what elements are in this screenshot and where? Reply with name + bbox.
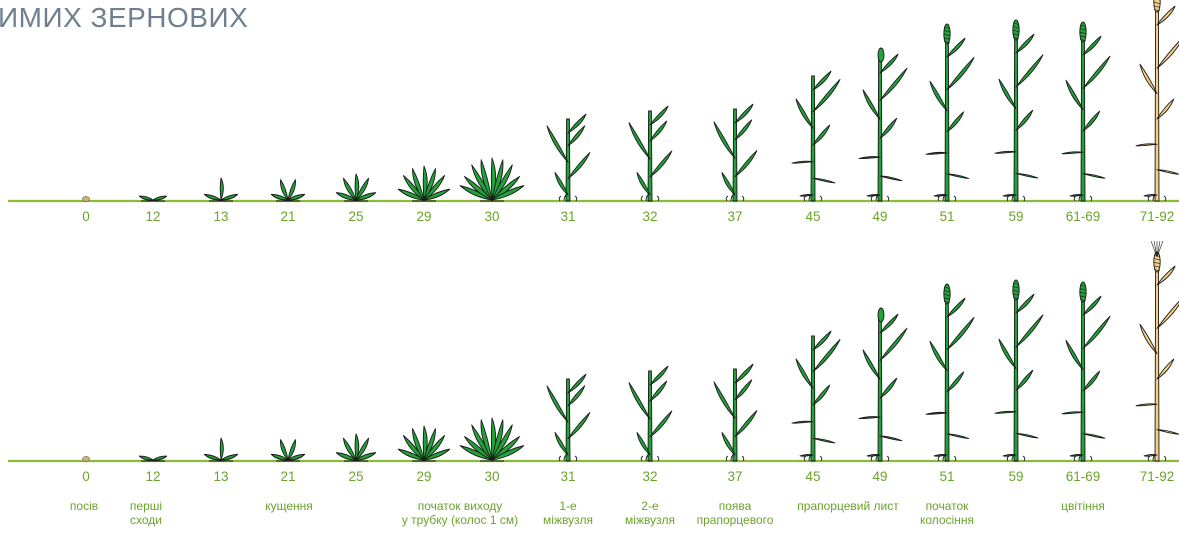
stage-caption: прапорцевого <box>697 513 774 527</box>
plant-stage-61-69-row-2 <box>1061 281 1111 462</box>
stage-code-label: 51 <box>939 209 954 224</box>
stage-caption: сходи <box>130 513 162 527</box>
plant-stage-45-row-1 <box>791 70 841 202</box>
stage-code-label: 21 <box>280 469 295 484</box>
stage-code-label: 0 <box>82 209 90 224</box>
stage-caption: цвітіння <box>1061 499 1105 513</box>
stage-caption: 2-е <box>641 499 659 513</box>
stage-caption: у трубку (колос 1 см) <box>402 513 518 527</box>
stage-code-label: 32 <box>642 469 657 484</box>
stage-code-label: 31 <box>560 469 575 484</box>
stage-code-label: 29 <box>416 209 431 224</box>
plant-stage-71-92-row-2 <box>1135 240 1179 462</box>
plant-stage-49-row-2 <box>858 307 908 462</box>
plant-stage-51-row-1 <box>925 23 975 202</box>
plant-stage-0-row-2 <box>82 456 90 462</box>
plant-stage-61-69-row-1 <box>1061 21 1111 202</box>
plant-stage-71-92-row-1 <box>1135 0 1179 202</box>
stage-code-label: 49 <box>872 209 887 224</box>
stage-caption: перші <box>130 499 162 513</box>
plant-stage-21-row-1 <box>270 179 306 202</box>
plant-stage-25-row-1 <box>335 173 377 202</box>
seed <box>82 196 90 202</box>
plant-stage-13-row-2 <box>203 437 239 462</box>
stage-code-label: 12 <box>145 209 160 224</box>
plant-stage-12-row-1 <box>138 195 168 202</box>
stage-caption: посів <box>70 499 98 513</box>
stage-code-label: 30 <box>484 469 499 484</box>
stage-code-label: 0 <box>82 469 90 484</box>
stage-code-label: 21 <box>280 209 295 224</box>
stage-code-label: 13 <box>213 209 228 224</box>
stage-code-label: 30 <box>484 209 499 224</box>
stage-caption: міжвузля <box>625 513 675 527</box>
stage-code-label: 29 <box>416 469 431 484</box>
stage-caption: колосіння <box>920 513 974 527</box>
stage-code-label: 25 <box>348 469 363 484</box>
stage-code-label: 59 <box>1008 469 1023 484</box>
stage-code-label: 59 <box>1008 209 1023 224</box>
stage-code-label: 71-92 <box>1140 469 1175 484</box>
seed <box>82 456 90 462</box>
plant-stage-13-row-1 <box>203 177 239 202</box>
plant-stage-51-row-2 <box>925 283 975 462</box>
stage-code-label: 71-92 <box>1140 209 1175 224</box>
stage-code-label: 12 <box>145 469 160 484</box>
stage-caption: поява <box>719 499 752 513</box>
plant-stage-30-row-1 <box>459 157 525 202</box>
stage-code-label: 61-69 <box>1066 469 1101 484</box>
plant-stage-31-row-1 <box>546 113 591 202</box>
plant-stage-29-row-1 <box>397 165 451 202</box>
plant-stage-31-row-2 <box>546 373 591 462</box>
plant-stage-29-row-2 <box>397 425 451 462</box>
plant-stage-45-row-2 <box>791 330 841 462</box>
diagram-title: ИМИХ ЗЕРНОВИХ <box>0 2 249 33</box>
stage-code-label: 37 <box>727 469 742 484</box>
plant-stage-59-row-1 <box>994 19 1044 202</box>
stage-code-label: 13 <box>213 469 228 484</box>
plant-stage-25-row-2 <box>335 433 377 462</box>
stage-caption: 1-е <box>559 499 577 513</box>
stage-code-label: 61-69 <box>1066 209 1101 224</box>
plant-stage-21-row-2 <box>270 439 306 462</box>
plant-stage-30-row-2 <box>459 417 525 462</box>
stage-code-label: 37 <box>727 209 742 224</box>
stage-caption: кущення <box>265 499 313 513</box>
stage-code-label: 45 <box>805 209 820 224</box>
stage-caption: початок <box>926 499 970 513</box>
plant-stage-37-row-1 <box>713 103 758 202</box>
plant-stage-49-row-1 <box>858 47 908 202</box>
stage-caption: міжвузля <box>543 513 593 527</box>
plant-stage-37-row-2 <box>713 363 758 462</box>
stage-code-label: 49 <box>872 469 887 484</box>
stage-code-label: 25 <box>348 209 363 224</box>
plant-stage-32-row-2 <box>628 365 673 462</box>
plant-stage-0-row-1 <box>82 196 90 202</box>
stage-code-label: 31 <box>560 209 575 224</box>
stage-code-label: 45 <box>805 469 820 484</box>
plant-stage-12-row-2 <box>138 455 168 462</box>
plant-stage-32-row-1 <box>628 105 673 202</box>
plant-stage-59-row-2 <box>994 279 1044 462</box>
stage-caption: прапорцевий лист <box>797 499 899 513</box>
stage-code-label: 51 <box>939 469 954 484</box>
stage-caption: початок виходу <box>418 499 503 513</box>
stage-code-label: 32 <box>642 209 657 224</box>
